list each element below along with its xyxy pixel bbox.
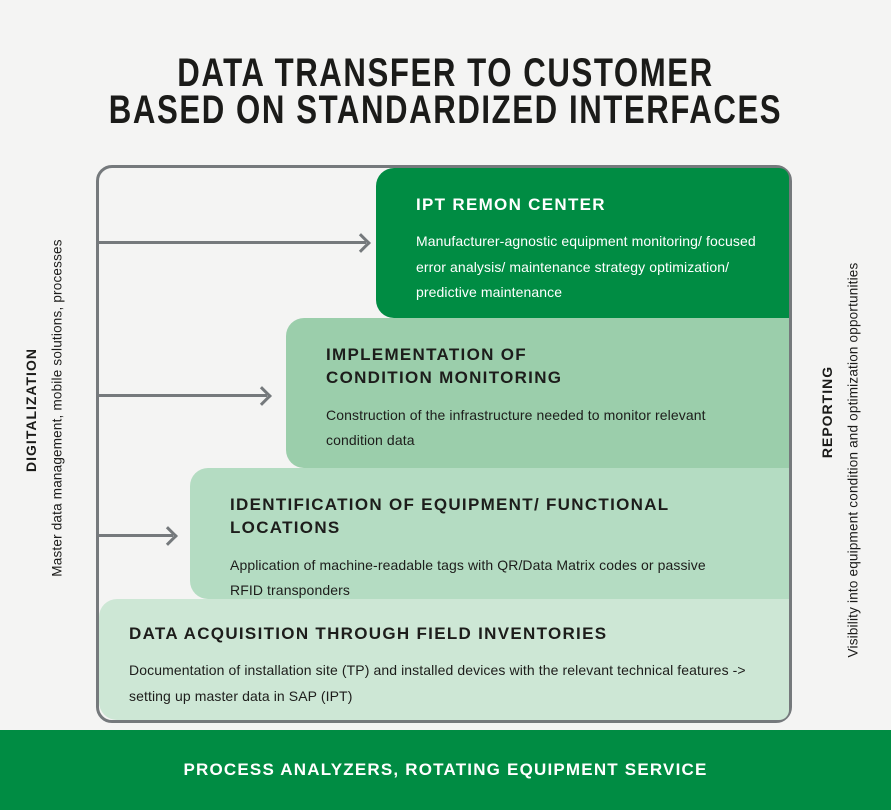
right-axis-title: REPORTING (819, 365, 835, 459)
footer-label: PROCESS ANALYZERS, ROTATING EQUIPMENT SE… (183, 760, 708, 779)
arrowhead-icon (252, 385, 272, 406)
process-frame: IPT REMON CENTER Manufacturer-agnostic e… (96, 165, 792, 723)
step-title: IMPLEMENTATION OF CONDITION MONITORING (326, 345, 563, 388)
step-identification-equipment: IDENTIFICATION OF EQUIPMENT/ FUNCTIONAL … (190, 468, 789, 599)
left-axis-title: DIGITALIZATION (23, 348, 39, 472)
arrow-to-identification (99, 525, 178, 546)
step-title: DATA ACQUISITION THROUGH FIELD INVENTORI… (129, 624, 608, 643)
footer-bar: PROCESS ANALYZERS, ROTATING EQUIPMENT SE… (0, 730, 891, 810)
step-data-acquisition: DATA ACQUISITION THROUGH FIELD INVENTORI… (99, 599, 789, 720)
step-description: Documentation of installation site (TP) … (129, 662, 746, 704)
step-title: IPT REMON CENTER (416, 195, 606, 214)
page-title-line-2: BASED ON STANDARDIZED INTERFACES (108, 87, 783, 132)
step-ipt-remon-center: IPT REMON CENTER Manufacturer-agnostic e… (376, 168, 789, 318)
arrowhead-icon (351, 232, 371, 253)
arrowhead-icon (158, 525, 178, 546)
arrow-to-ipt-remon-center (99, 232, 371, 253)
page-title: DATA TRANSFER TO CUSTOMER BASED ON STAND… (98, 50, 793, 132)
right-axis-subtitle: Visibility into equipment condition and … (845, 262, 861, 658)
step-description: Manufacturer-agnostic equipment monitori… (416, 233, 756, 300)
page-title-line-1: DATA TRANSFER TO CUSTOMER (177, 50, 714, 95)
arrow-to-condition-monitoring (99, 385, 272, 406)
left-axis-subtitle: Master data management, mobile solutions… (49, 239, 65, 577)
step-implementation-condition-monitoring: IMPLEMENTATION OF CONDITION MONITORING C… (286, 318, 789, 468)
step-description: Construction of the infrastructure neede… (326, 406, 706, 449)
step-description: Application of machine-readable tags wit… (230, 556, 706, 599)
step-title: IDENTIFICATION OF EQUIPMENT/ FUNCTIONAL … (230, 495, 670, 538)
